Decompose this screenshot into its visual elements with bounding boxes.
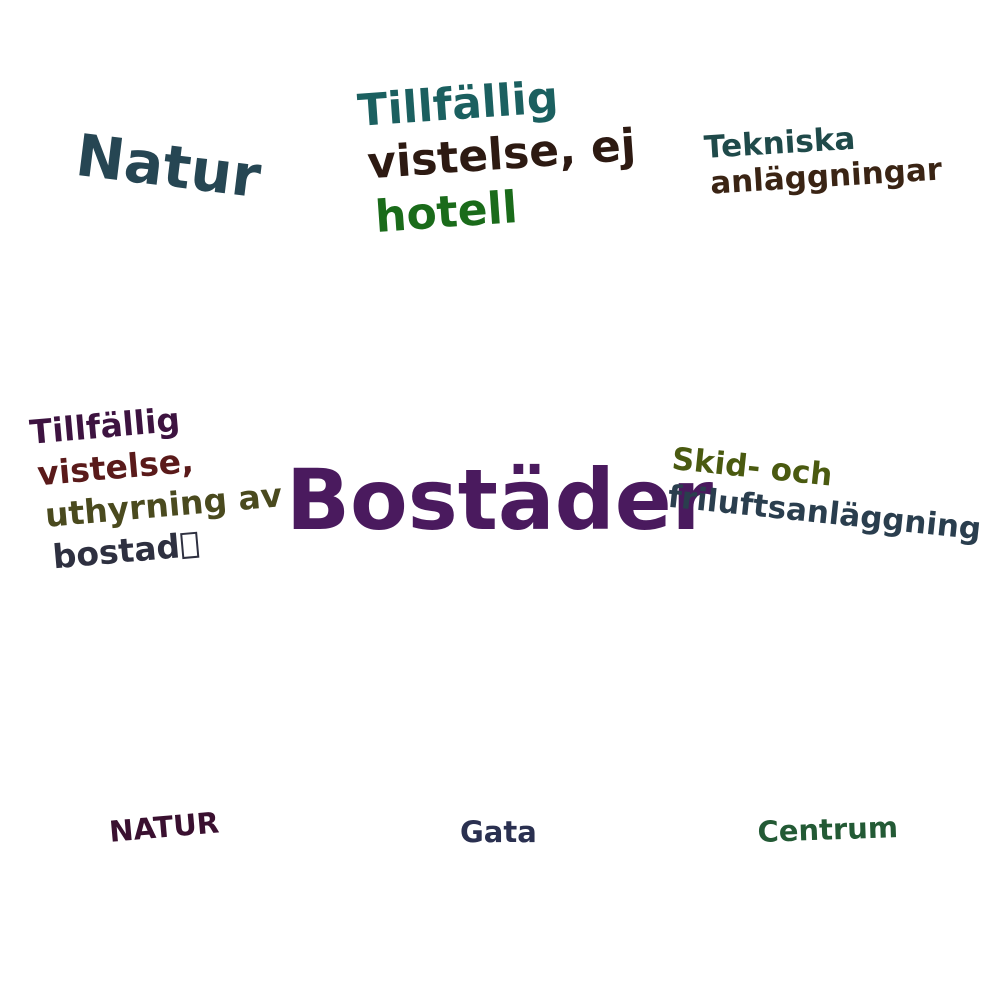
word-natur: Natur xyxy=(72,121,265,212)
word-text: bostad xyxy=(51,526,182,577)
word-tekniska-anlaggningar: Tekniska anläggningar xyxy=(703,116,943,202)
missing-glyph-icon xyxy=(180,531,200,559)
word-gata: Gata xyxy=(460,815,537,849)
word-bostader: Bostäder xyxy=(286,451,714,549)
word-centrum: Centrum xyxy=(756,810,899,849)
word-skid-och-friluftsanlaggning: Skid- och friluftsanläggning xyxy=(666,440,987,548)
word-tillfallig-vistelse-uthyrning: Tillfällig vistelse, uthyrning av bostad xyxy=(28,391,287,580)
word-natur-caps: NATUR xyxy=(107,805,221,849)
word-tillfallig-vistelse-ej-hotell: Tillfällig vistelse, ej hotell xyxy=(356,67,641,246)
